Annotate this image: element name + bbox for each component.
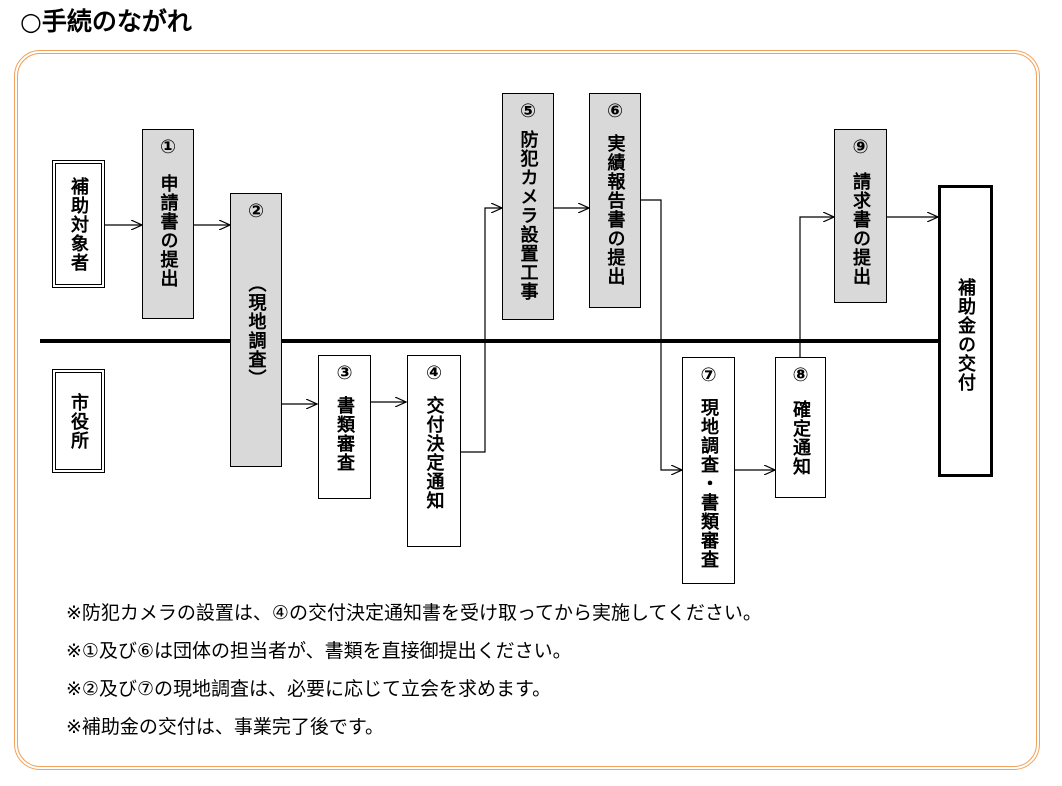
step-5: ⑤ 防犯カメラ設置工事 bbox=[502, 93, 554, 320]
actor-city-office-label: 市役所 bbox=[68, 392, 89, 450]
step-6-number: ⑥ bbox=[606, 100, 624, 122]
step-6-label: 実績報告書の提出 bbox=[604, 134, 626, 286]
step-5-label: 防犯カメラ設置工事 bbox=[517, 130, 539, 301]
step-9-number: ⑨ bbox=[852, 136, 869, 158]
step-4-label: 交付決定通知 bbox=[423, 396, 445, 510]
flow-frame bbox=[14, 50, 1040, 770]
step-8: ⑧ 確定通知 bbox=[775, 357, 826, 498]
step-6: ⑥ 実績報告書の提出 bbox=[589, 93, 641, 308]
step-7: ⑦ 現地調査・書類審査 bbox=[682, 357, 735, 584]
step-5-number: ⑤ bbox=[519, 100, 537, 122]
step-7-label: 現地調査・書類審査 bbox=[698, 398, 719, 569]
final-grant-payment: 補助金の交付 bbox=[938, 185, 993, 477]
step-2-number: ② bbox=[247, 200, 265, 222]
arrow-4-to-5 bbox=[461, 208, 502, 453]
step-3-label: 書類審査 bbox=[334, 396, 355, 472]
step-4: ④ 交付決定通知 bbox=[407, 355, 461, 547]
actor-applicant-label: 補助対象者 bbox=[68, 176, 89, 272]
step-3: ③ 書類審査 bbox=[318, 355, 371, 499]
step-2: ② （現地調査） bbox=[230, 193, 282, 467]
step-1-number: ① bbox=[159, 136, 177, 158]
arrow-8-to-9 bbox=[799, 217, 834, 359]
step-7-number: ⑦ bbox=[700, 364, 717, 386]
step-9-label: 請求書の提出 bbox=[850, 172, 871, 286]
step-1-label: 申請書の提出 bbox=[157, 174, 179, 288]
note-2: ※①及び⑥は団体の担当者が、書類を直接御提出ください。 bbox=[66, 640, 572, 662]
step-3-number: ③ bbox=[336, 362, 353, 384]
actor-applicant: 補助対象者 bbox=[52, 160, 105, 288]
note-1: ※防犯カメラの設置は、④の交付決定通知書を受け取ってから実施してください。 bbox=[66, 602, 762, 624]
arrow-6-to-7 bbox=[641, 199, 682, 470]
step-1: ① 申請書の提出 bbox=[142, 129, 194, 319]
step-4-number: ④ bbox=[425, 362, 443, 384]
note-4: ※補助金の交付は、事業完了後です。 bbox=[66, 716, 385, 738]
page-title: ○手続のながれ bbox=[20, 7, 192, 36]
step-9: ⑨ 請求書の提出 bbox=[834, 129, 887, 303]
note-3: ※②及び⑦の現地調査は、必要に応じて立会を求めます。 bbox=[66, 678, 552, 700]
actor-city-office: 市役所 bbox=[52, 369, 105, 473]
final-grant-payment-label: 補助金の交付 bbox=[955, 278, 976, 392]
step-2-label: （現地調査） bbox=[245, 274, 267, 388]
step-8-label: 確定通知 bbox=[790, 400, 811, 476]
step-8-number: ⑧ bbox=[792, 364, 809, 386]
notes: ※防犯カメラの設置は、④の交付決定通知書を受け取ってから実施してください。 ※①… bbox=[66, 594, 762, 746]
